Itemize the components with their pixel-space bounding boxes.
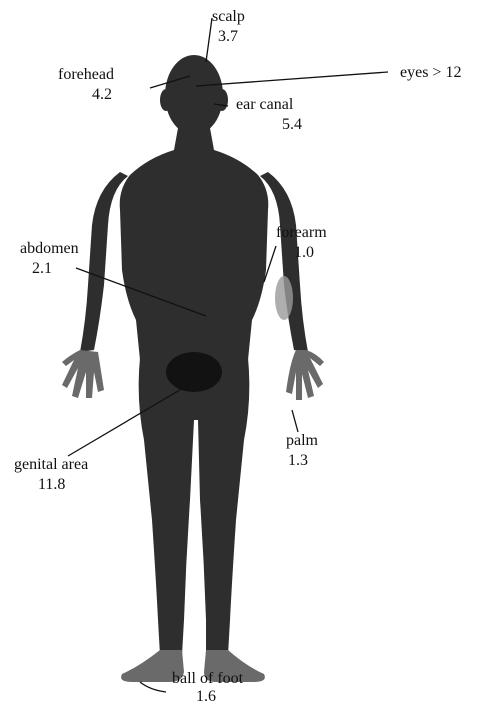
ball-of-foot-value: 1.6 [196,688,216,706]
genital-area-label: genital area [14,456,88,474]
forehead-value: 4.2 [92,86,112,104]
palm-label: palm [286,432,318,450]
forearm-value: 1.0 [294,244,314,262]
palm-value: 1.3 [288,452,308,470]
ear-canal-label: ear canal [236,96,293,114]
abdomen-value: 2.1 [32,260,52,278]
abdomen-label: abdomen [20,240,79,258]
forehead-label: forehead [58,66,114,84]
scalp-value: 3.7 [218,28,238,46]
ball-of-foot-label: ball of foot [172,670,243,688]
forearm-label: forearm [276,224,327,242]
eyes-label: eyes > 12 [400,64,461,82]
scalp-label: scalp [212,8,245,26]
genital-area-value: 11.8 [38,476,65,494]
ear-canal-value: 5.4 [282,116,302,134]
